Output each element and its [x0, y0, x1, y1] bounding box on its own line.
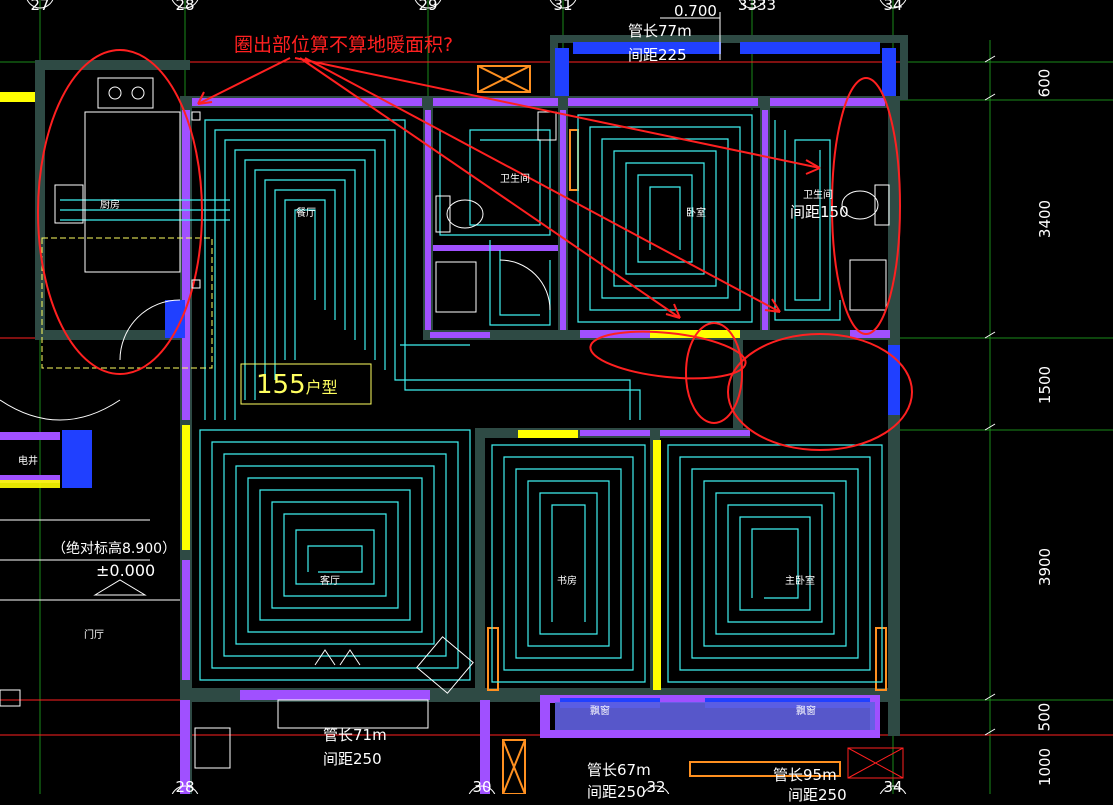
dimension-1500: 1500: [1036, 365, 1055, 405]
grid-axis-label: 31: [553, 0, 573, 14]
dimension-3900: 3900: [1036, 547, 1055, 587]
orange-items: [477, 65, 887, 794]
absolute-elevation: （绝对标高8.900）: [52, 541, 177, 557]
unit-number: 155: [256, 370, 306, 400]
blue-windows: [62, 42, 900, 730]
red-hatch: [847, 747, 904, 779]
grid-axis-label: 34: [883, 0, 903, 14]
annotation-question: 圈出部位算不算地暖面积?: [234, 34, 454, 56]
yellow-segments: [0, 92, 740, 690]
loop-spacing: 间距250: [323, 750, 382, 768]
grid-axis-label: 30: [472, 778, 492, 796]
grid-axis-label: 28: [175, 0, 195, 14]
relative-elevation: ±0.000: [96, 561, 156, 580]
room-label: 飘窗: [590, 706, 610, 717]
loop-spacing: 间距150: [790, 203, 849, 221]
top-dimension: [660, 12, 721, 60]
room-label: 厨房: [100, 200, 120, 211]
grid-axis-label: 29: [418, 0, 438, 14]
loop-length: 管长67m: [587, 761, 651, 779]
grid-axis-label: 3333: [737, 0, 777, 14]
loop-spacing: 间距250: [788, 786, 847, 804]
room-label: 卫生间: [500, 174, 530, 185]
room-label: 门厅: [84, 630, 104, 641]
grid-axis-label: 27: [30, 0, 50, 14]
loop-length: 管长77m: [628, 22, 692, 40]
annotation-marks: [37, 49, 913, 451]
grid-axis-label: 32: [646, 778, 666, 796]
unit-type-label: 155户型: [256, 370, 338, 400]
unit-suffix: 户型: [305, 378, 338, 397]
walls: [35, 35, 908, 794]
small-squares: [191, 111, 201, 289]
pipe-loops: [60, 114, 883, 683]
dimension-500: 500: [1035, 702, 1054, 732]
room-label: 飘窗: [796, 706, 816, 717]
grid-axis-label: 34: [883, 778, 903, 796]
grid-axis-label: 28: [175, 778, 195, 796]
room-label: 主卧室: [785, 576, 815, 587]
room-label: 客厅: [320, 576, 340, 587]
fixtures: [0, 77, 890, 769]
room-label: 卧室: [686, 208, 706, 219]
room-label: 电井: [18, 456, 38, 467]
loop-length: 管长95m: [773, 766, 837, 784]
room-label: 卫生间: [803, 190, 833, 201]
dimension-1000: 1000: [1036, 747, 1055, 787]
loop-spacing: 间距250: [587, 783, 646, 801]
unit-label-box: [240, 363, 372, 405]
top-dimension-value: 0.700: [674, 2, 717, 20]
room-label: 书房: [557, 576, 577, 587]
loop-spacing: 间距225: [628, 46, 687, 64]
right-dimension: [984, 55, 996, 736]
dimension-3400: 3400: [1036, 199, 1055, 239]
room-label: 餐厅: [296, 208, 316, 219]
grid-bubbles: [26, 0, 907, 794]
dimension-600: 600: [1035, 68, 1054, 98]
loop-length: 管长71m: [323, 726, 387, 744]
